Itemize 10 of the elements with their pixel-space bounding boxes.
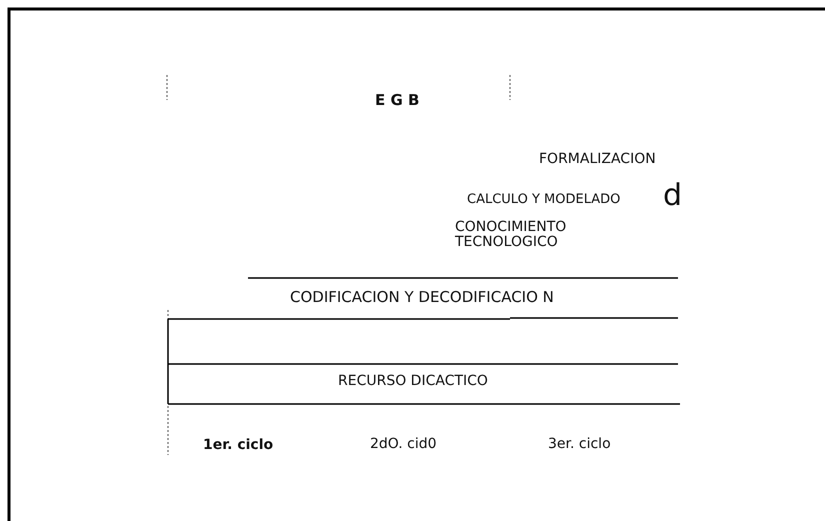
band-label: RECURSO DICACTICO	[338, 374, 488, 389]
column-label: 3er. ciclo	[548, 437, 611, 452]
category-label: CONOCIMIENTO TECNOLOGICO	[455, 220, 568, 250]
column-label: 1er. ciclo	[203, 438, 274, 453]
heading: E G B	[375, 92, 420, 108]
category-label: FORMALIZACION	[539, 152, 656, 167]
band-label: CODIFICACION Y DECODIFICACIO N	[290, 289, 554, 305]
stray-mark: d	[663, 180, 682, 211]
category-label: CALCULO Y MODELADO	[467, 193, 620, 207]
column-label: 2dO. cid0	[370, 437, 437, 452]
